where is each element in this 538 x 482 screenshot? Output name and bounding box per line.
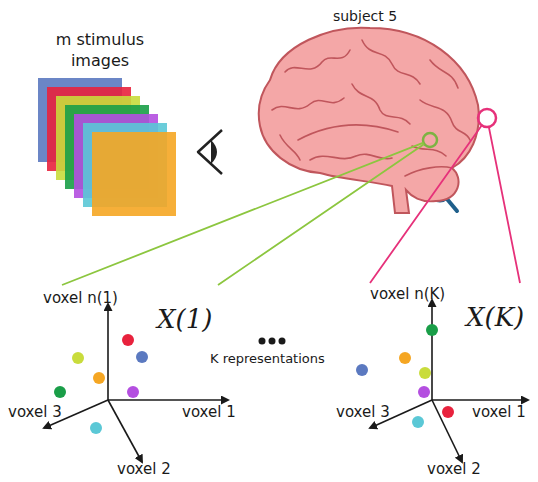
axis-label: voxel n(1) <box>43 289 143 309</box>
axis-label: voxel 3 <box>8 403 78 423</box>
axis-label: voxel 1 <box>182 403 252 423</box>
region-marker <box>423 133 437 147</box>
axis-label: voxel 2 <box>117 460 187 480</box>
subject-label: subject 5 <box>320 7 410 25</box>
projection-lines <box>370 125 520 283</box>
brain-gyri <box>272 40 470 176</box>
scatter-left <box>54 334 148 434</box>
brain-illustration <box>250 5 500 220</box>
projection-lines <box>62 143 424 285</box>
matrix-symbol: X(1) <box>157 303 237 337</box>
region-marker <box>478 109 496 127</box>
brain-outline <box>259 28 479 213</box>
representation-plot: voxel n(1)X(1)voxel 3voxel 1voxel 2 <box>5 285 240 480</box>
axis-label: voxel 2 <box>427 460 497 480</box>
stimulus-stack <box>38 78 176 216</box>
axis-label: voxel n(K) <box>370 285 470 305</box>
matrix-symbol: X(K) <box>466 301 538 335</box>
ellipsis-dots <box>259 338 286 345</box>
stimulus-stack-node: m stimulus images <box>30 28 180 223</box>
representation-plot: voxel n(K)X(K) voxel 3 voxel 1 voxel 2 <box>330 283 535 480</box>
axis-label: voxel 1 <box>472 403 538 423</box>
axis-label: voxel 3 <box>336 403 406 423</box>
eye-symbol <box>198 130 222 174</box>
ellipsis-caption: K representations <box>210 351 340 368</box>
brain-node: subject 5 <box>250 5 500 220</box>
stack-caption: m stimulus images <box>48 30 152 72</box>
